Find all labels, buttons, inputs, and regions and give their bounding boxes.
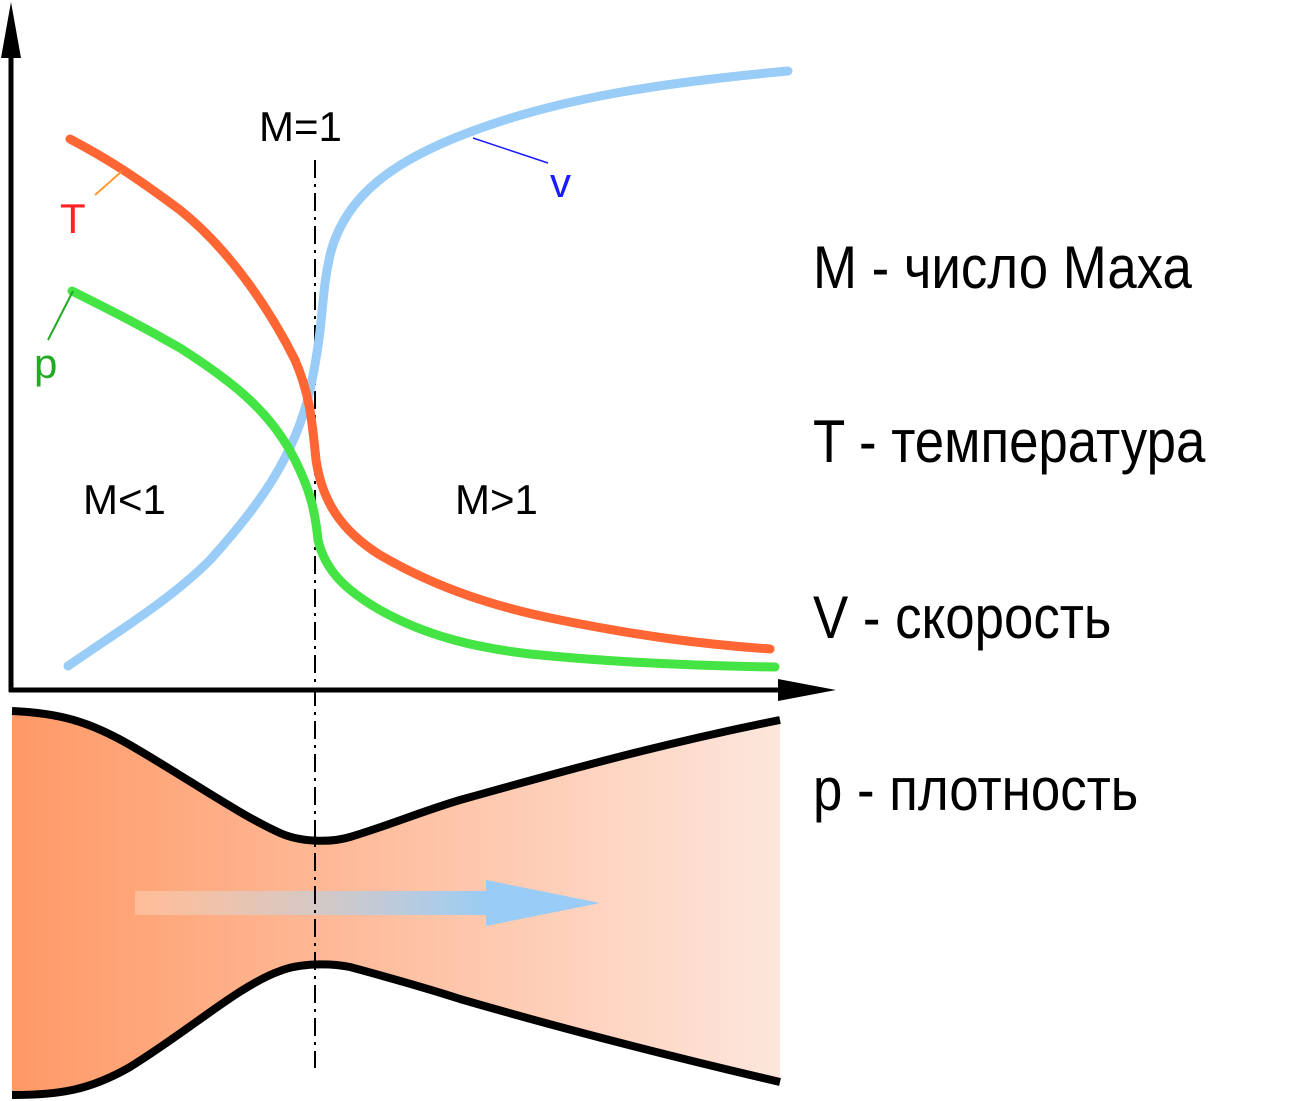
velocity-leader	[472, 137, 549, 164]
y-axis-arrow-icon	[1, 2, 21, 58]
density-curve	[67, 286, 780, 672]
y-axis	[1, 2, 21, 692]
flow-arrow-icon	[135, 880, 600, 926]
supersonic-label: M>1	[455, 476, 538, 523]
density-label: p	[34, 340, 57, 387]
legend-mach: M - число Маха	[813, 234, 1192, 301]
velocity-curve	[63, 66, 793, 671]
nozzle-lower-wall	[11, 960, 781, 1099]
subsonic-label: M<1	[83, 476, 166, 523]
x-axis-arrow-icon	[778, 679, 836, 701]
velocity-label: v	[550, 159, 571, 206]
temperature-label: T	[60, 195, 86, 242]
temperature-curve	[65, 134, 775, 654]
nozzle-upper-wall	[11, 707, 781, 845]
density-leader	[47, 290, 74, 341]
legend-density: p - плотность	[813, 756, 1139, 823]
temperature-leader	[94, 171, 122, 196]
mach-one-label: M=1	[259, 103, 342, 150]
x-axis	[9, 679, 836, 701]
legend-velocity: V - скорость	[813, 584, 1112, 651]
legend-temperature: T - температура	[813, 408, 1206, 475]
